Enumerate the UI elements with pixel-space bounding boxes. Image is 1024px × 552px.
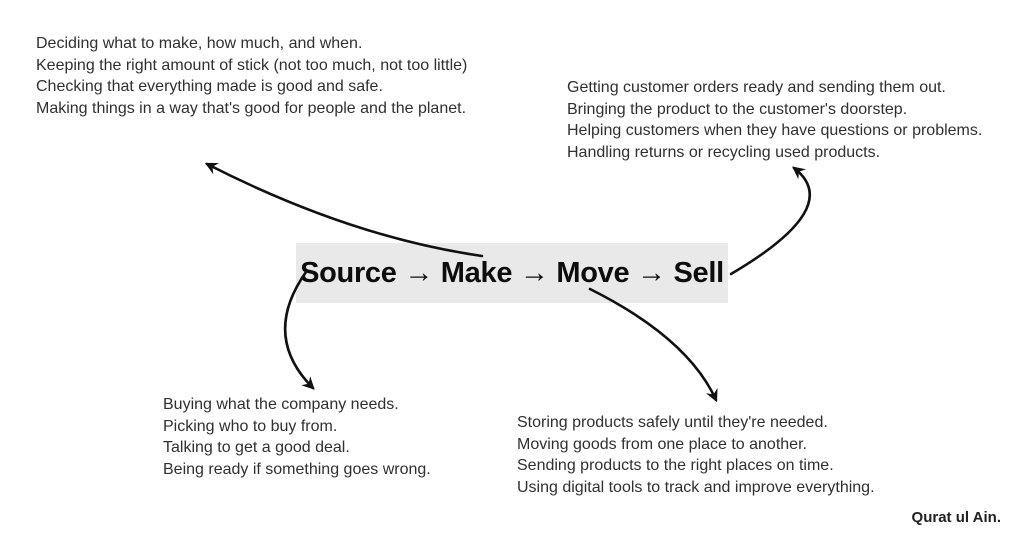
note-source-details: Buying what the company needs. Picking w… [163,394,431,481]
author-credit: Qurat ul Ain. [911,509,1001,526]
note-sell-details: Getting customer orders ready and sendin… [567,77,982,164]
note-line: Moving goods from one place to another. [517,435,807,453]
arrow-to-sell-note [729,166,811,276]
note-line: Buying what the company needs. [163,396,399,413]
note-make-details: Deciding what to make, how much, and whe… [36,33,469,120]
note-line: Talking to get a good deal. [163,439,350,457]
note-line: Checking that everything made is good an… [36,78,383,96]
note-line: Getting customer orders ready and sendin… [567,79,946,96]
note-line: Deciding what to make, how much, and whe… [36,35,363,52]
note-line: Picking who to buy from. [163,417,338,435]
note-line: Storing products safely until they're ne… [517,414,828,431]
note-line: Being ready if something goes wrong. [163,461,431,479]
note-line: Keeping the right amount of stick (not t… [36,56,468,74]
note-line: Bringing the product to the customer's d… [567,100,908,118]
note-line: Making things in a way that's good for p… [36,100,467,118]
arrow-to-move-note [588,287,718,403]
note-line: Sending products to the right places on … [517,457,834,475]
note-move-details: Storing products safely until they're ne… [517,412,875,499]
flow-title-banner: Source → Make → Move → Sell [296,243,728,303]
note-line: Handling returns or recycling used produ… [567,144,881,162]
note-line: Helping customers when they have questio… [567,122,983,140]
flow-title: Source → Make → Move → Sell [300,256,724,289]
note-line: Using digital tools to track and improve… [517,479,875,497]
